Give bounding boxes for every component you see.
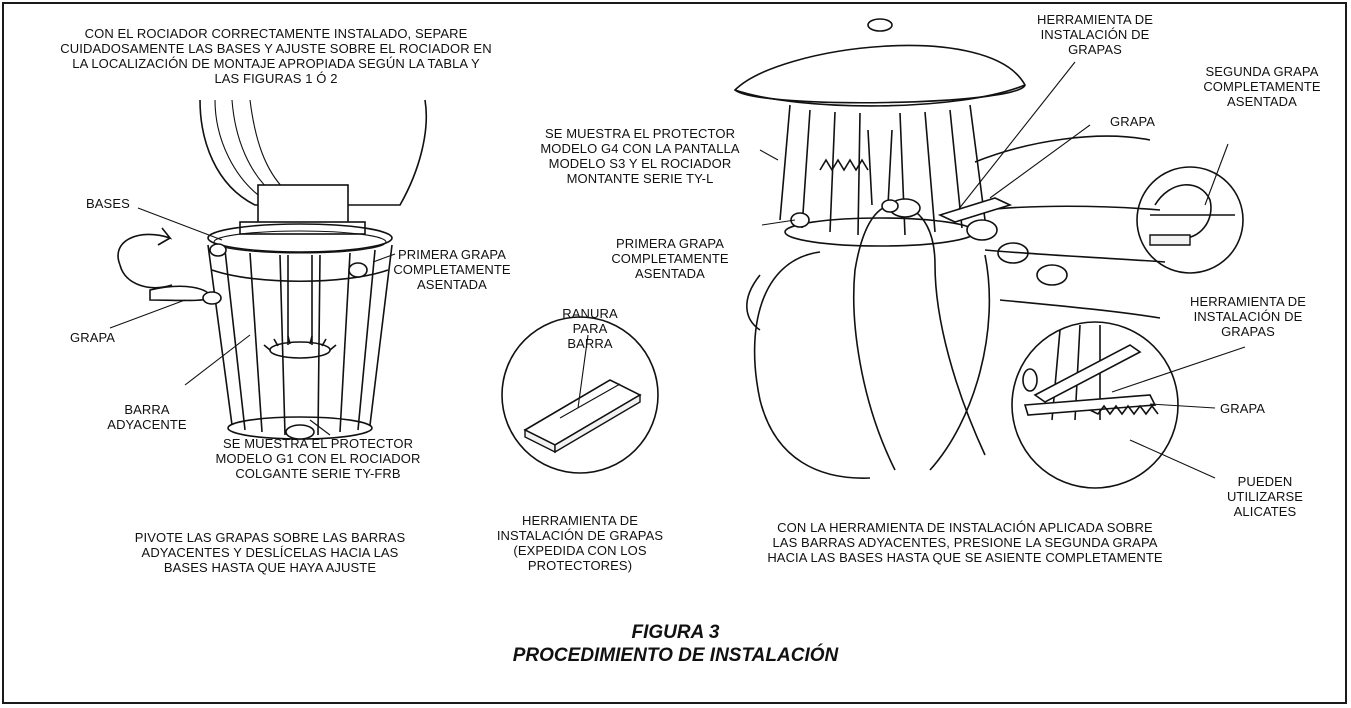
- figure-number: FIGURA 3: [631, 622, 720, 643]
- label-herramienta-right: HERRAMIENTA DE INSTALACIÓN DE GRAPAS: [1189, 294, 1306, 339]
- label-herramienta-top: HERRAMIENTA DE INSTALACIÓN DE GRAPAS: [1036, 12, 1153, 57]
- label-alicates: PUEDEN UTILIZARSE ALICATES: [1226, 474, 1304, 519]
- second-clip-detail: [1136, 166, 1244, 274]
- label-con-herramienta-instruction: CON LA HERRAMIENTA DE INSTALACIÓN APLICA…: [767, 520, 1163, 565]
- right-pipe: [746, 251, 991, 479]
- left-pipe-fitting: [199, 99, 428, 235]
- label-pivote-instruction: PIVOTE LAS GRAPAS SOBRE LAS BARRAS ADYAC…: [134, 530, 406, 575]
- right-leader-lines: [759, 61, 1246, 479]
- figure-title: PROCEDIMIENTO DE INSTALACIÓN: [512, 645, 839, 666]
- g1-guard-cage: [207, 223, 393, 440]
- left-clip-and-arrow: [117, 227, 222, 305]
- label-bases: BASES: [86, 196, 130, 211]
- label-grapa-right: GRAPA: [1220, 401, 1266, 416]
- label-ranura: RANURA PARA BARRA: [562, 306, 618, 351]
- label-barra-adyacente: BARRA ADYACENTE: [107, 402, 187, 432]
- g4-clip-and-tool: [790, 197, 1013, 228]
- label-segunda-grapa: SEGUNDA GRAPA COMPLETAMENTE ASENTADA: [1203, 64, 1321, 109]
- label-primera-grapa-right: PRIMERA GRAPA COMPLETAMENTE ASENTADA: [611, 236, 729, 281]
- label-g1-caption: SE MUESTRA EL PROTECTOR MODELO G1 CON EL…: [215, 436, 421, 481]
- pliers-detail: [1011, 321, 1179, 489]
- clip-tool-detail: [501, 316, 659, 474]
- label-grapa-top: GRAPA: [1110, 114, 1156, 129]
- label-primera-grapa-left: PRIMERA GRAPA COMPLETAMENTE ASENTADA: [393, 247, 511, 292]
- left-leader-lines: [109, 207, 396, 436]
- label-grapa-left: GRAPA: [70, 330, 116, 345]
- intro-instruction: CON EL ROCIADOR CORRECTAMENTE INSTALADO,…: [60, 26, 492, 86]
- label-g4-caption: SE MUESTRA EL PROTECTOR MODELO G4 CON LA…: [540, 126, 740, 186]
- label-tool-caption: HERRAMIENTA DE INSTALACIÓN DE GRAPAS (EX…: [496, 513, 664, 573]
- hands: [853, 135, 1166, 471]
